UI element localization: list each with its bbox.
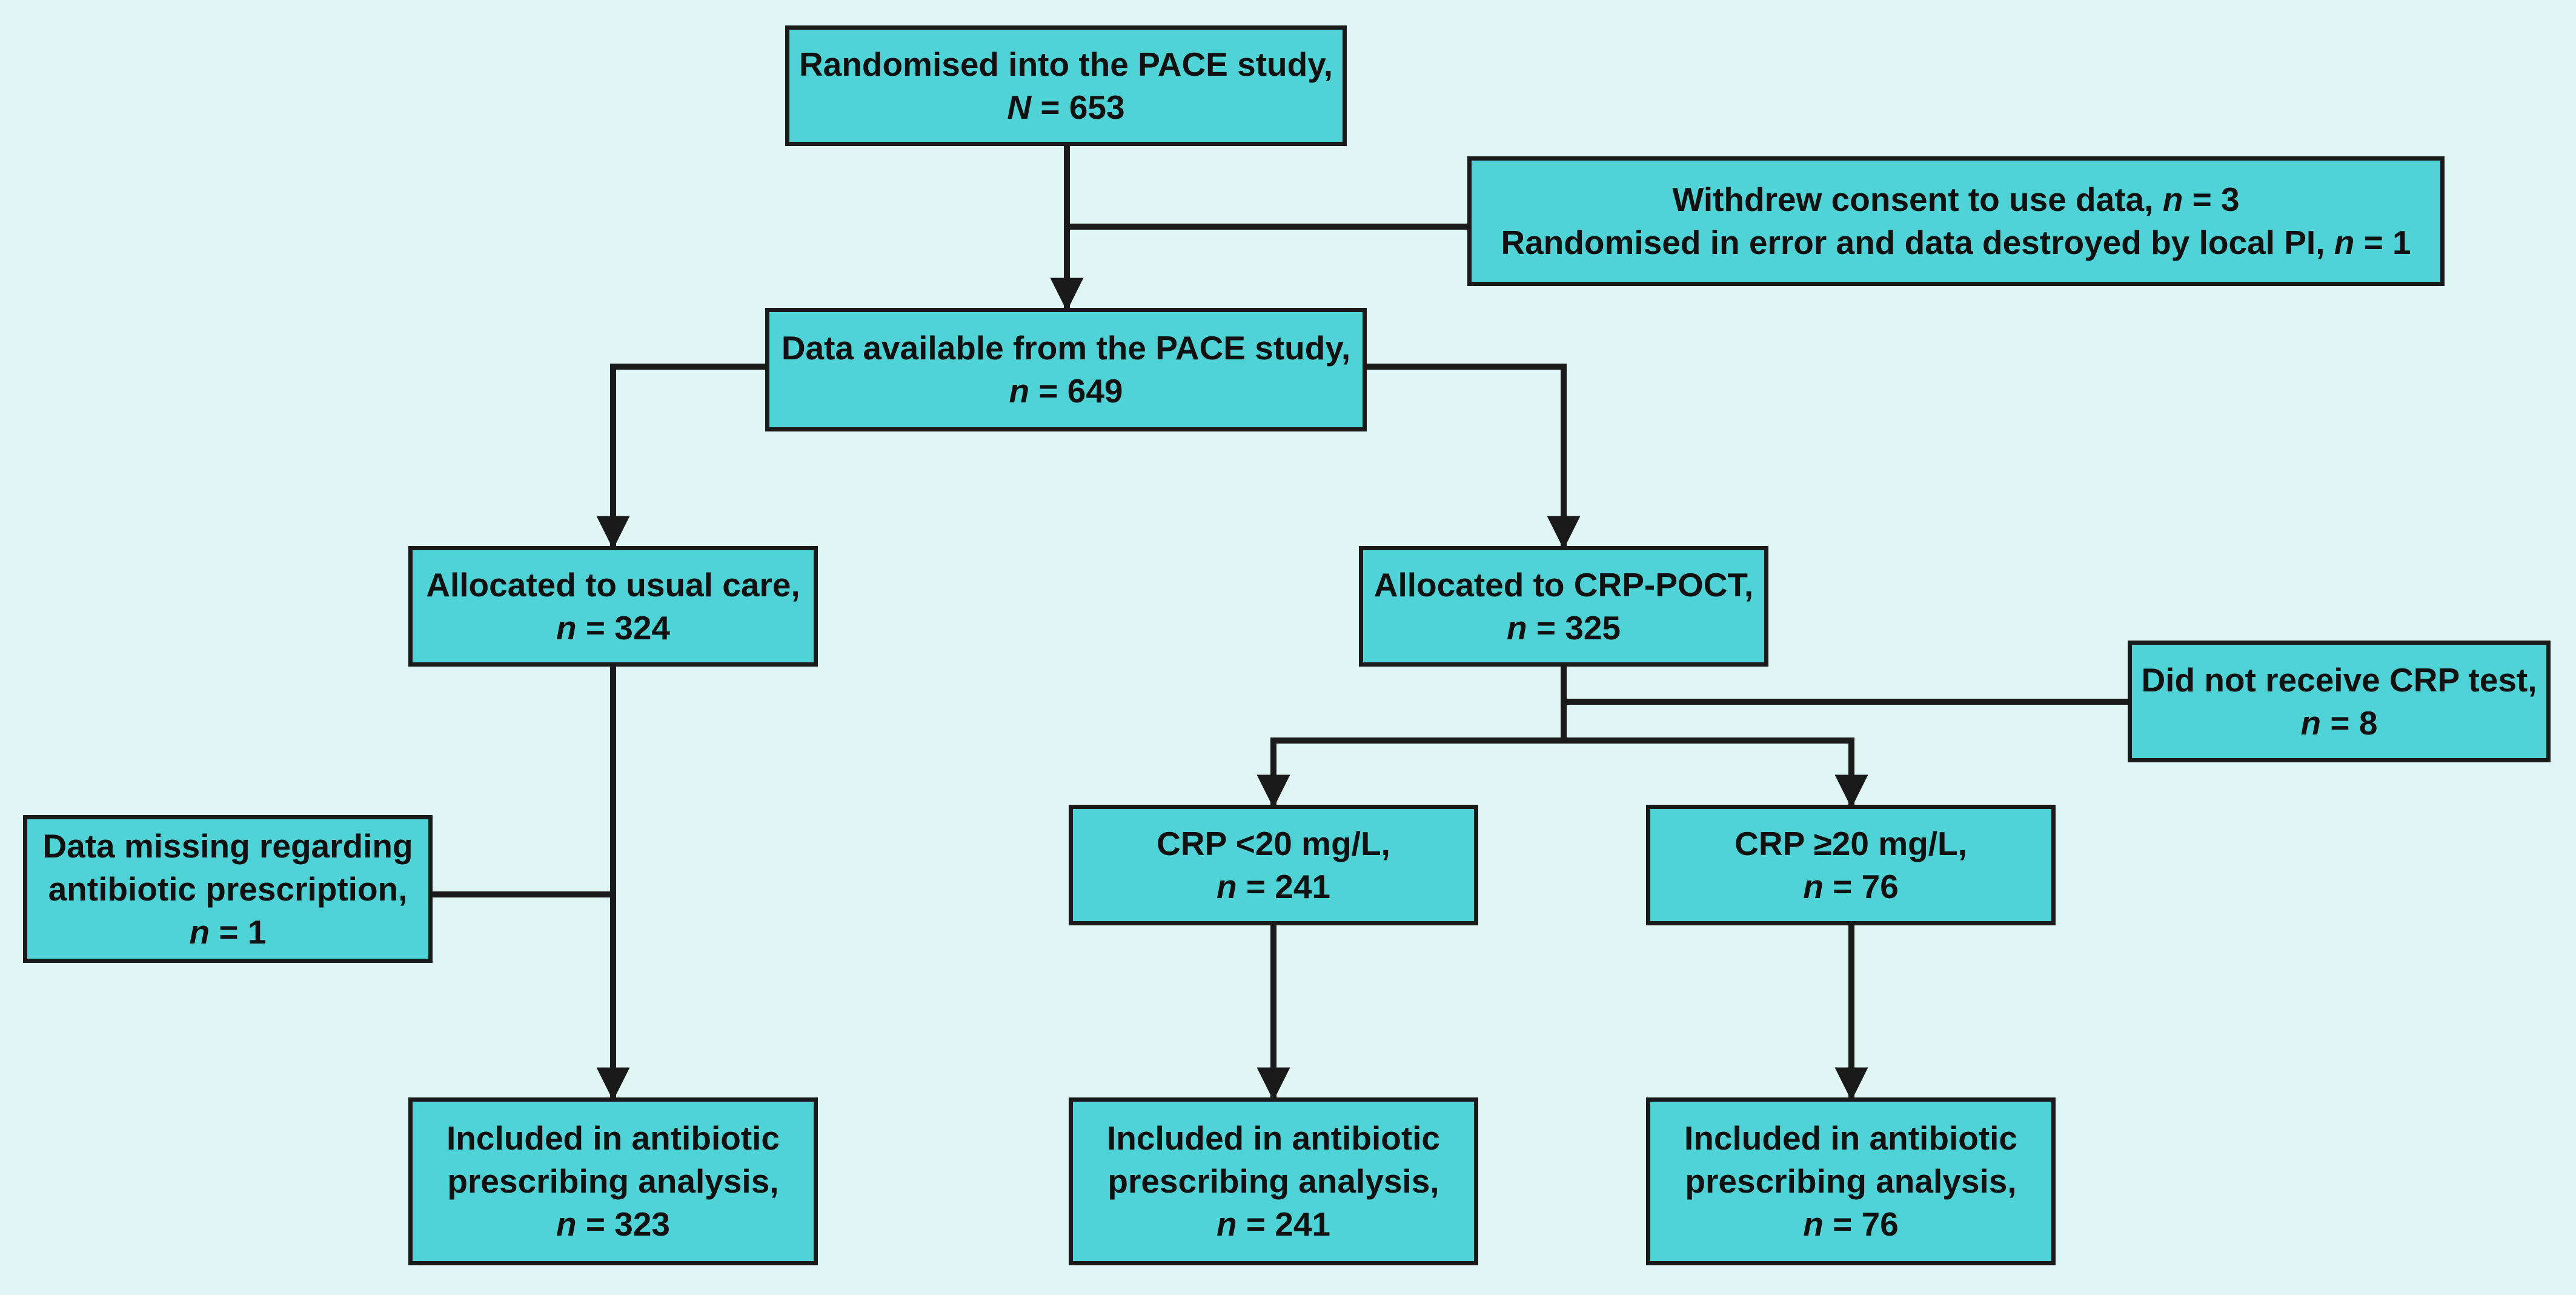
box-crp-high: CRP ≥20 mg/L, n = 76 [1646,805,2056,925]
box-count: n = 241 [1216,867,1331,905]
box-count: n = 76 [1803,867,1899,905]
withdrew-line-1: Withdrew consent to use data, n = 3 [1672,181,2240,218]
box-count: n = 8 [2300,704,2378,742]
box-count: n = 76 [1803,1205,1899,1243]
arrow-to-crp-low [1256,737,1564,808]
arrow-to-crp-high [1564,737,1868,808]
box-data-available: Data available from the PACE study, n = … [765,308,1367,431]
box-label-2: prescribing analysis, [1685,1162,2017,1200]
box-label-2: antibiotic prescription, [48,870,408,908]
box-data-missing: Data missing regarding antibiotic prescr… [23,815,433,963]
box-count: n = 241 [1216,1205,1331,1243]
arrow-available-to-crp-poct [1365,364,1581,550]
box-withdrew: Withdrew consent to use data, n = 3 Rand… [1467,156,2445,286]
box-crp-poct: Allocated to CRP-POCT, n = 325 [1359,546,1768,667]
box-no-crp-test: Did not receive CRP test, n = 8 [2128,641,2551,762]
box-label: Allocated to CRP-POCT, [1373,565,1754,604]
box-label: Allocated to usual care, [426,565,800,604]
box-label-1: Included in antibiotic [1107,1119,1440,1157]
box-label: Randomised into the PACE study, [798,45,1333,83]
box-label-2: prescribing analysis, [447,1162,779,1200]
box-usual-care: Allocated to usual care, n = 324 [408,546,818,667]
box-count: n = 325 [1506,608,1621,647]
box-count: n = 323 [556,1205,671,1243]
box-count: n = 1 [189,913,267,951]
box-included-crp-high: Included in antibiotic prescribing analy… [1646,1097,2056,1265]
box-label-2: prescribing analysis, [1107,1162,1439,1200]
box-included-crp-low: Included in antibiotic prescribing analy… [1069,1097,1478,1265]
box-label: CRP ≥20 mg/L, [1734,824,1967,862]
box-label-1: Data missing regarding [42,827,413,865]
box-label-1: Included in antibiotic [1684,1119,2017,1157]
box-count: n = 649 [1009,372,1123,410]
box-randomised: Randomised into the PACE study, N = 653 [785,25,1347,146]
box-label: Data available from the PACE study, [781,329,1351,367]
box-label: CRP <20 mg/L, [1157,824,1390,862]
box-included-usual-care: Included in antibiotic prescribing analy… [408,1097,818,1265]
box-label-1: Included in antibiotic [446,1119,780,1157]
box-label: Did not receive CRP test, [2141,661,2537,699]
withdrew-line-2: Randomised in error and data destroyed b… [1501,224,2411,261]
arrow-available-to-usual-care [596,364,766,550]
box-count: n = 324 [556,608,671,647]
box-count: N = 653 [1007,88,1125,126]
box-crp-low: CRP <20 mg/L, n = 241 [1069,805,1478,925]
